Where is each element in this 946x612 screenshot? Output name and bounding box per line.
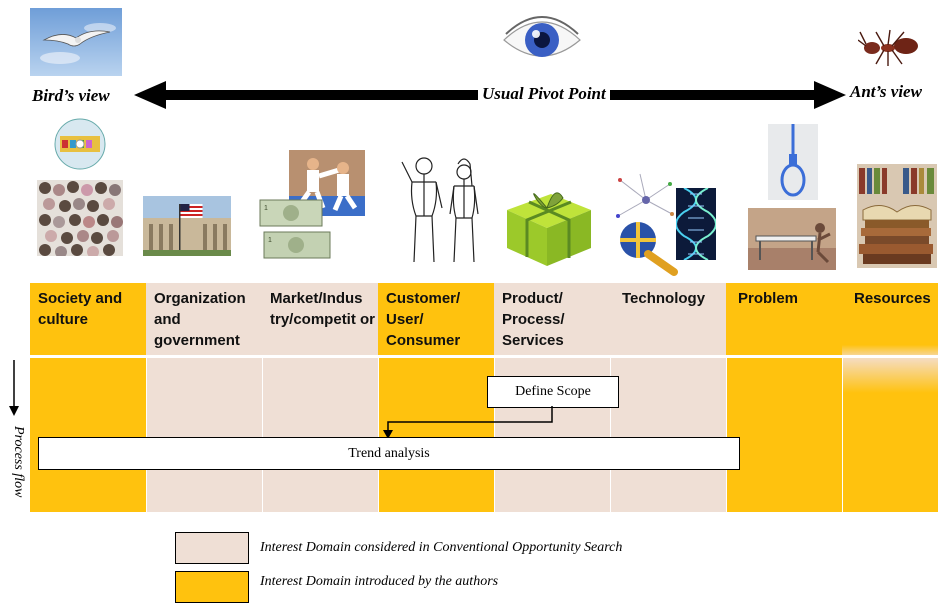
globe-icon (52, 118, 108, 170)
column-divider (146, 355, 147, 512)
birds-view-label: Bird’s view (32, 86, 110, 105)
legend-swatch-conventional (175, 532, 249, 564)
crowd-icon (37, 180, 123, 258)
bird-icon (30, 8, 122, 76)
process-flow-arrow (6, 358, 22, 418)
books-icon (857, 164, 937, 268)
column-divider (494, 355, 495, 512)
column-label: Problem (738, 290, 799, 307)
domain-column-problem: Problem (726, 283, 842, 512)
human-figures-icon (392, 152, 492, 270)
column-divider (842, 355, 843, 512)
hurdle-icon (748, 208, 836, 270)
column-label: Customer/ User/ Consumer (386, 290, 461, 349)
column-divider (378, 355, 379, 512)
molecule-icon (610, 170, 682, 276)
trend-analysis-box: Trend analysis (38, 437, 740, 470)
gift-box-icon (497, 180, 597, 270)
column-divider (610, 355, 611, 512)
eye-icon (500, 10, 584, 66)
domain-column-technology: Technology (610, 283, 726, 512)
money-icon: 1 1 (258, 196, 334, 262)
define-scope-label: Define Scope (515, 384, 591, 399)
column-label: Resources (854, 290, 931, 307)
column-label: Product/ Process/ Services (502, 290, 565, 349)
domain-column-society: Society and culture (30, 283, 146, 512)
column-label: Market/Indus try/competit or (270, 290, 376, 328)
legend-text-introduced: Interest Domain introduced by the author… (260, 574, 499, 589)
column-divider (262, 355, 263, 512)
define-scope-box: Define Scope (487, 376, 619, 408)
process-flow-label: Process flow (11, 426, 26, 498)
column-label: Society and culture (38, 290, 123, 328)
domain-column-organization: Organization and government (146, 283, 262, 512)
domain-column-resources: Resources (842, 283, 938, 512)
scope-to-trend-connector (380, 404, 560, 440)
legend-text-conventional: Interest Domain considered in Convention… (260, 540, 623, 555)
dna-icon (675, 187, 717, 261)
column-divider (726, 355, 727, 512)
noose-icon (768, 124, 818, 200)
trend-analysis-label: Trend analysis (348, 446, 430, 461)
legend-swatch-introduced (175, 571, 249, 603)
pivot-point-label: Usual Pivot Point (478, 84, 610, 104)
header-divider (30, 355, 938, 358)
column-label: Organization and government (154, 290, 246, 349)
svg-text:1: 1 (268, 237, 272, 244)
domain-column-customer: Customer/ User/ Consumer (378, 283, 494, 512)
ants-view-label: Ant’s view (850, 82, 922, 101)
domain-column-market: Market/Indus try/competit or (262, 283, 378, 512)
column-label: Technology (622, 290, 706, 307)
capitol-icon (143, 196, 231, 256)
svg-text:1: 1 (264, 205, 268, 212)
ant-icon (857, 24, 922, 68)
